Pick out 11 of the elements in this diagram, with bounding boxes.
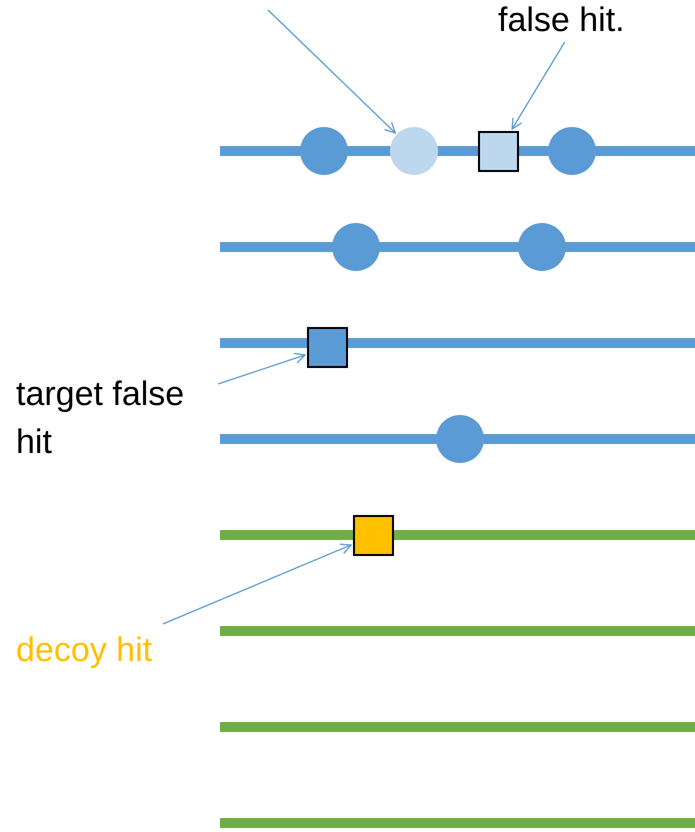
square-marker: [353, 515, 394, 556]
callout-text: false hit.: [498, 0, 658, 40]
leader-arrow: [162, 544, 352, 625]
square-marker: [307, 327, 348, 368]
leader-arrow: [218, 352, 306, 385]
callout-text: decoy hit: [16, 626, 186, 674]
light-circle-marker: [390, 127, 438, 175]
light-square-marker: [478, 131, 519, 172]
leader-arrow: [268, 10, 396, 134]
leader-arrow: [511, 42, 566, 130]
callout-text: target false hit: [16, 370, 216, 466]
